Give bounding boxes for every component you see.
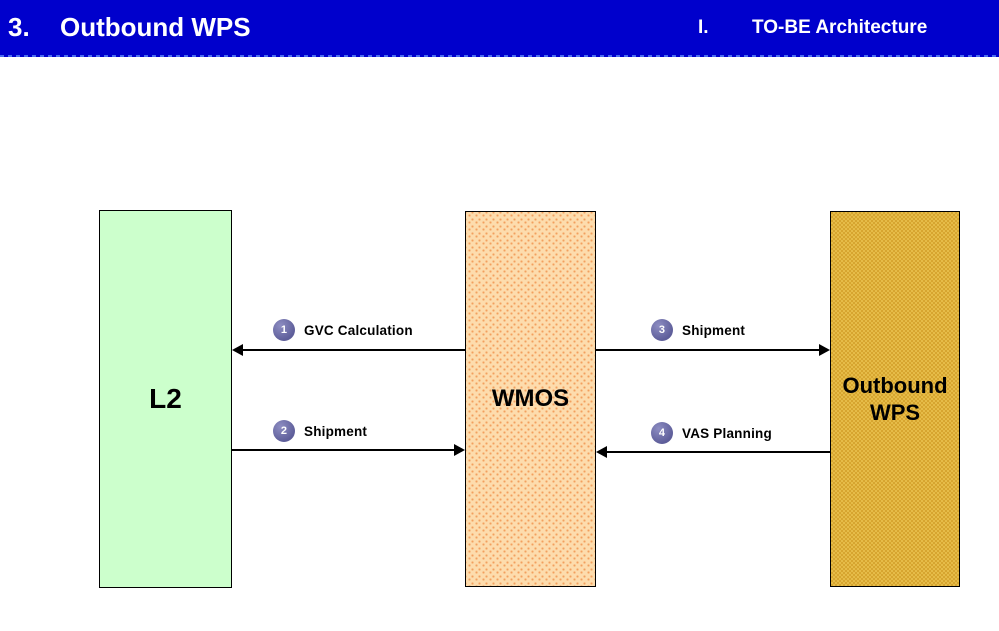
flow-4-label: VAS Planning [682,425,772,441]
flow-2-label-group: 2 Shipment [273,420,367,442]
flow-3-label-group: 3 Shipment [651,319,745,341]
node-outbound-wps: Outbound WPS [830,211,960,587]
flow-4-label-group: 4 VAS Planning [651,422,772,444]
subsection-number: I. [698,16,709,38]
page-title: Outbound WPS [60,12,251,42]
flow-3-number-badge: 3 [651,319,673,341]
section-number: 3. [8,12,30,42]
flow-1-arrowhead-left-icon [232,344,243,356]
flow-1-label: GVC Calculation [304,322,413,338]
node-wmos: WMOS [465,211,596,587]
flow-4-arrowhead-left-icon [596,446,607,458]
header-bar: 3. Outbound WPS I. TO-BE Architecture [0,0,999,57]
flow-3-label: Shipment [682,322,746,338]
page-subtitle: TO-BE Architecture [752,16,928,38]
node-l2-label: L2 [149,383,182,414]
flow-1-label-group: 1 GVC Calculation [273,319,413,341]
header-divider [0,55,999,57]
flow-1-arrow-line [241,349,465,351]
flow-4-number-badge: 4 [651,422,673,444]
flow-4-arrow-line [605,451,830,453]
flow-2-arrowhead-right-icon [454,444,465,456]
flow-2-label: Shipment [304,423,368,439]
header-subtitle-group: I. TO-BE Architecture [698,0,927,55]
node-l2: L2 [99,210,232,588]
node-wmos-label: WMOS [491,385,570,412]
flow-2-arrow-line [232,449,457,451]
node-outbound-wps-label: Outbound WPS [842,372,948,426]
flow-1-number-badge: 1 [273,319,295,341]
flow-3-arrowhead-right-icon [819,344,830,356]
header-title-group: 3. Outbound WPS [8,0,251,55]
flow-2-number-badge: 2 [273,420,295,442]
flow-3-arrow-line [596,349,822,351]
